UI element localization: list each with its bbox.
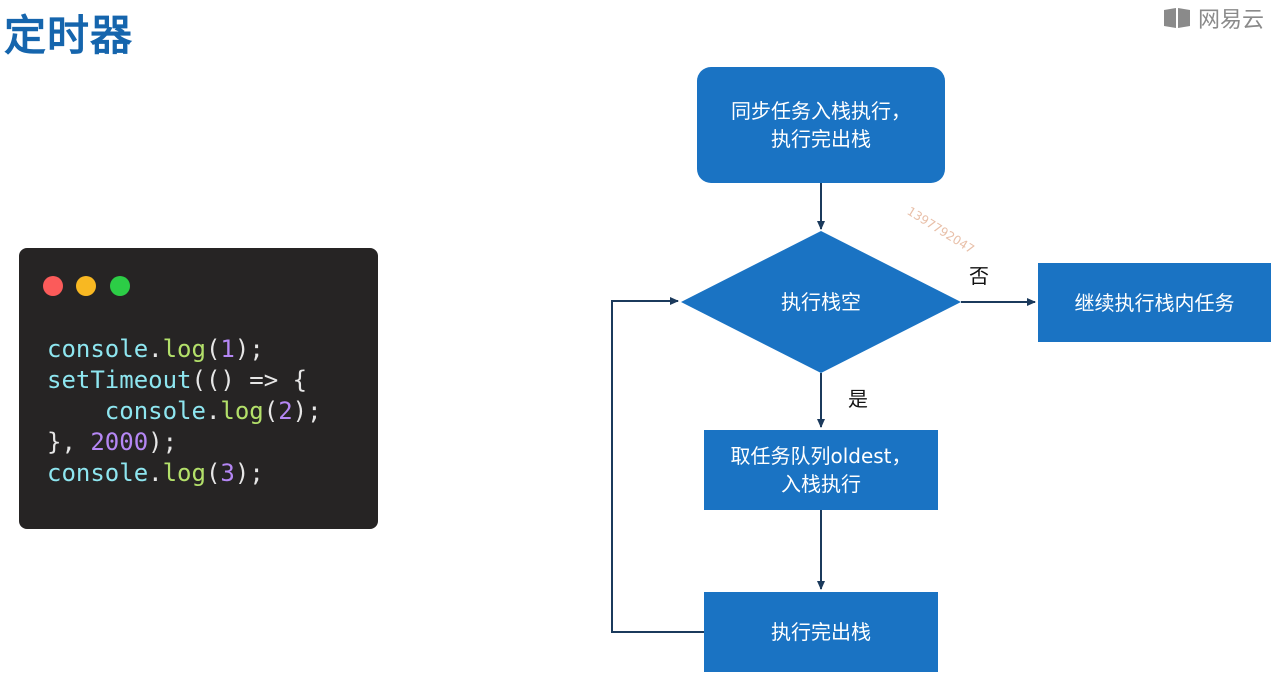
code-token: 1 xyxy=(220,335,235,363)
brand-logo: 网易云 xyxy=(1162,2,1264,34)
code-token: setTimeout xyxy=(47,366,192,394)
code-window: console.log(1);setTimeout(() => { consol… xyxy=(19,248,378,529)
page-title: 定时器 xyxy=(4,11,134,60)
book-icon xyxy=(1164,8,1190,28)
code-line: console.log(1); xyxy=(47,334,322,365)
decision-node xyxy=(681,231,961,373)
edge-label-yes: 是 xyxy=(848,387,868,411)
finish-node-label: 执行完出栈 xyxy=(771,620,871,644)
code-token: . xyxy=(148,459,163,487)
window-minimize-dot xyxy=(76,276,96,296)
code-token: ( xyxy=(205,335,221,363)
code-token: ( xyxy=(205,459,221,487)
code-token: ( xyxy=(263,397,279,425)
code-token: console xyxy=(47,459,149,487)
code-token: console xyxy=(47,335,149,363)
code-token: log xyxy=(162,335,206,363)
dequeue-node-label: 取任务队列oldest， 入栈执行 xyxy=(730,444,912,496)
start-node-label: 同步任务入栈执行， 执行完出栈 xyxy=(731,99,911,151)
code-token: }, xyxy=(47,428,91,456)
code-token: console xyxy=(47,397,206,425)
edge-label-no: 否 xyxy=(969,264,989,288)
decision-node-label: 执行栈空 xyxy=(781,290,861,314)
dequeue-node xyxy=(704,430,938,510)
brand-name: 网易云 xyxy=(1198,8,1265,33)
code-token: 2000 xyxy=(90,428,149,456)
code-token: . xyxy=(205,397,221,425)
code-token: ); xyxy=(234,459,264,487)
code-line: setTimeout(() => { xyxy=(47,365,322,396)
code-token: ); xyxy=(148,428,178,456)
code-token: 2 xyxy=(278,397,293,425)
window-maximize-dot xyxy=(110,276,130,296)
code-token: (() => { xyxy=(191,366,308,394)
edge-finish-loop-back xyxy=(611,297,704,633)
code-token: . xyxy=(148,335,163,363)
finish-node xyxy=(704,592,938,672)
code-token: ); xyxy=(292,397,322,425)
code-line: }, 2000); xyxy=(47,427,322,458)
code-line: console.log(2); xyxy=(47,396,322,427)
continue-node xyxy=(1038,263,1271,342)
code-token: ); xyxy=(234,335,264,363)
code-line: console.log(3); xyxy=(47,458,322,489)
continue-node-label: 继续执行栈内任务 xyxy=(1074,290,1235,315)
window-close-dot xyxy=(43,276,63,296)
code-token: 3 xyxy=(220,459,235,487)
code-block: console.log(1);setTimeout(() => { consol… xyxy=(47,334,322,489)
code-token: log xyxy=(220,397,264,425)
code-token: log xyxy=(162,459,206,487)
start-node xyxy=(697,67,945,183)
